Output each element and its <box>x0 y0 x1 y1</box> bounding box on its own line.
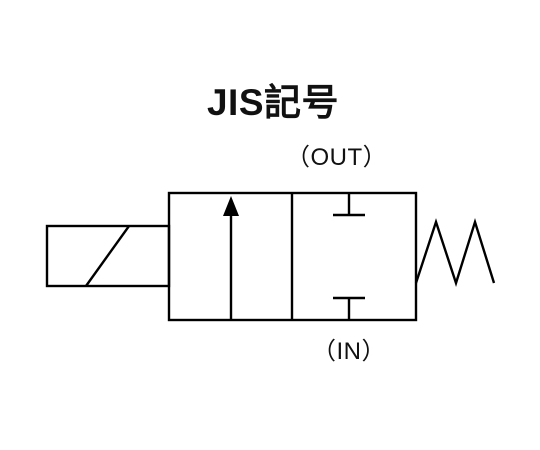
solenoid-actuator <box>45 224 171 288</box>
valve-body <box>167 191 418 322</box>
symbol-title: JIS記号 <box>206 82 340 123</box>
flow-arrow-head <box>223 196 239 216</box>
out-port-label: （OUT） <box>286 144 388 171</box>
spring-return <box>414 217 496 287</box>
in-port-label: （IN） <box>312 338 386 365</box>
solenoid-coil-line <box>85 225 130 287</box>
blocked-position <box>333 193 365 320</box>
